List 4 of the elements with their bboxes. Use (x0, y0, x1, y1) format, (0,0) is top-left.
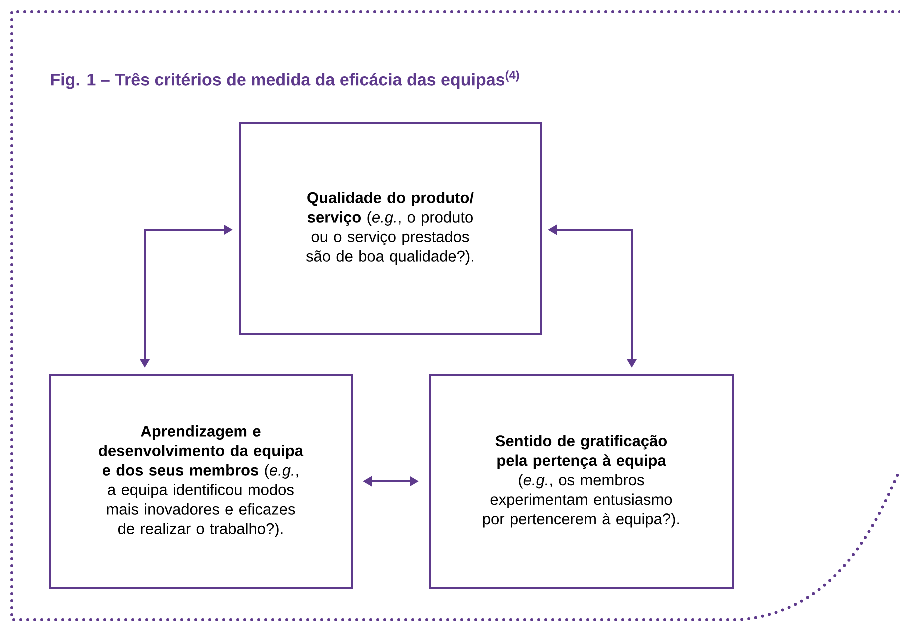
criterion-box: Sentido de gratificação pela pertença à equipa (e.g., os membros experimentam entusiasmo por pertencerem à equipa?). (429, 374, 734, 589)
figure-title: Fig. 1 – Três critérios de medida da eficácia das equipas$^{(4)}$ (51, 70, 520, 90)
criterion-box: Qualidade do produto/ serviço (e.g., o produto ou o serviço prestados são de boa qualidade?). (239, 122, 542, 335)
criterion-box: Aprendizagem e desenvolvimento da equipa e dos seus membros (e.g., a equipa identificou modos mais inovadores e eficazes de realizar o trabalho?). (49, 374, 353, 589)
